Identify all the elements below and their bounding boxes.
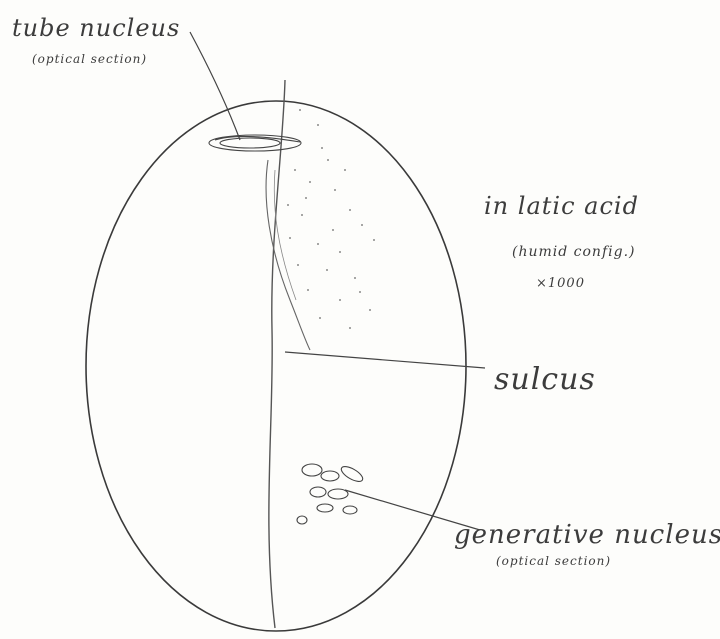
medium-note: (humid config.): [512, 244, 635, 260]
tube-nucleus-label: tube nucleus: [12, 14, 180, 42]
sulcus-leader: [285, 352, 485, 368]
sulcus-label: sulcus: [494, 362, 596, 397]
sulcus-furrow: [269, 80, 285, 628]
magnification-label: ×1000: [536, 276, 585, 291]
generative-nucleus-note: (optical section): [496, 554, 611, 568]
generative-nucleus-shape: [297, 464, 365, 524]
tube-nucleus-shape: [209, 135, 301, 151]
medium-label: in latic acid: [484, 192, 639, 220]
tube-nucleus-note: (optical section): [32, 52, 147, 66]
generative-nucleus-label: generative nucleus: [454, 520, 720, 550]
pollen-grain-outline: [86, 101, 466, 631]
